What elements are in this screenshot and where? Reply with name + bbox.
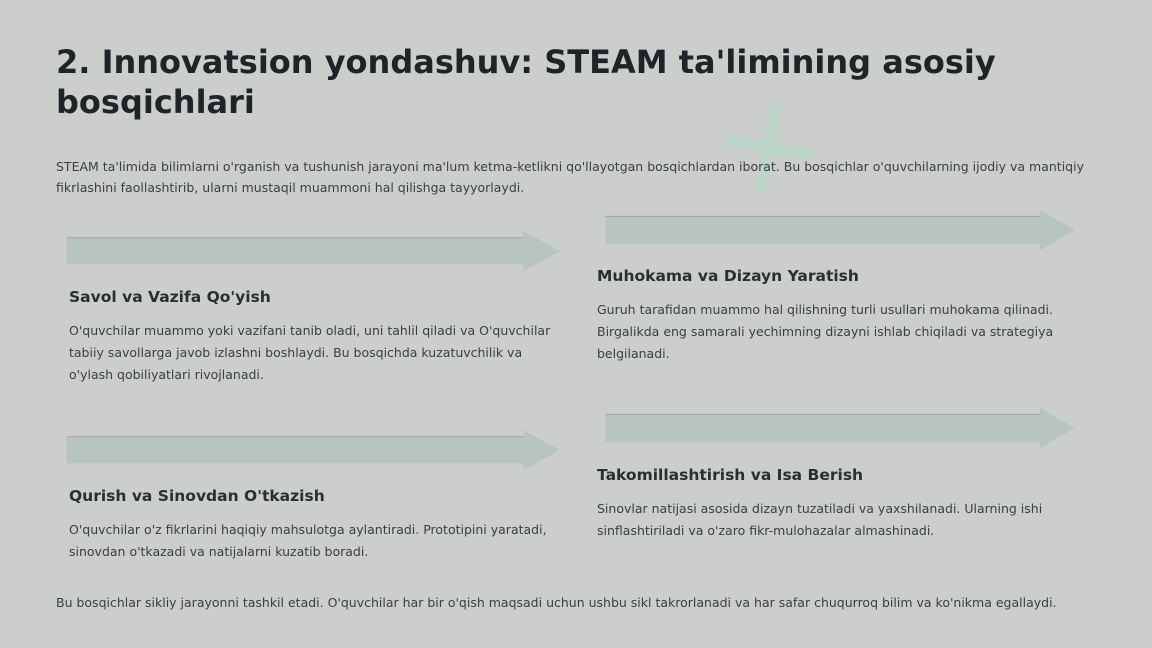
intro-paragraph: STEAM ta'limida bilimlarni o'rganish va … [56,159,1084,195]
step-description-4: Sinovlar natijasi asosida dizayn tuzatil… [597,501,1043,538]
step-description-1: O'quvchilar muammo yoki vazifani tanib o… [69,323,551,382]
step-description-3: O'quvchilar o'z fikrlarini haqiqiy mahsu… [69,522,547,559]
step-arrow-2 [605,210,1075,250]
step-title-4: Takomillashtirish va Isa Berish [597,466,864,484]
slide-title: 2. Innovatsion yondashuv: STEAM ta'limin… [56,43,996,121]
step-arrow-1 [66,231,560,271]
step-title-2: Muhokama va Dizayn Yaratish [597,267,859,285]
step-arrow-3 [66,430,560,470]
step-description-2: Guruh tarafidan muammo hal qilishning tu… [597,302,1054,361]
step-arrow-4 [605,408,1075,448]
step-title-3: Qurish va Sinovdan O'tkazish [69,487,325,505]
step-title-1: Savol va Vazifa Qo'yish [69,288,271,306]
footer-paragraph: Bu bosqichlar sikliy jarayonni tashkil e… [56,595,1057,610]
